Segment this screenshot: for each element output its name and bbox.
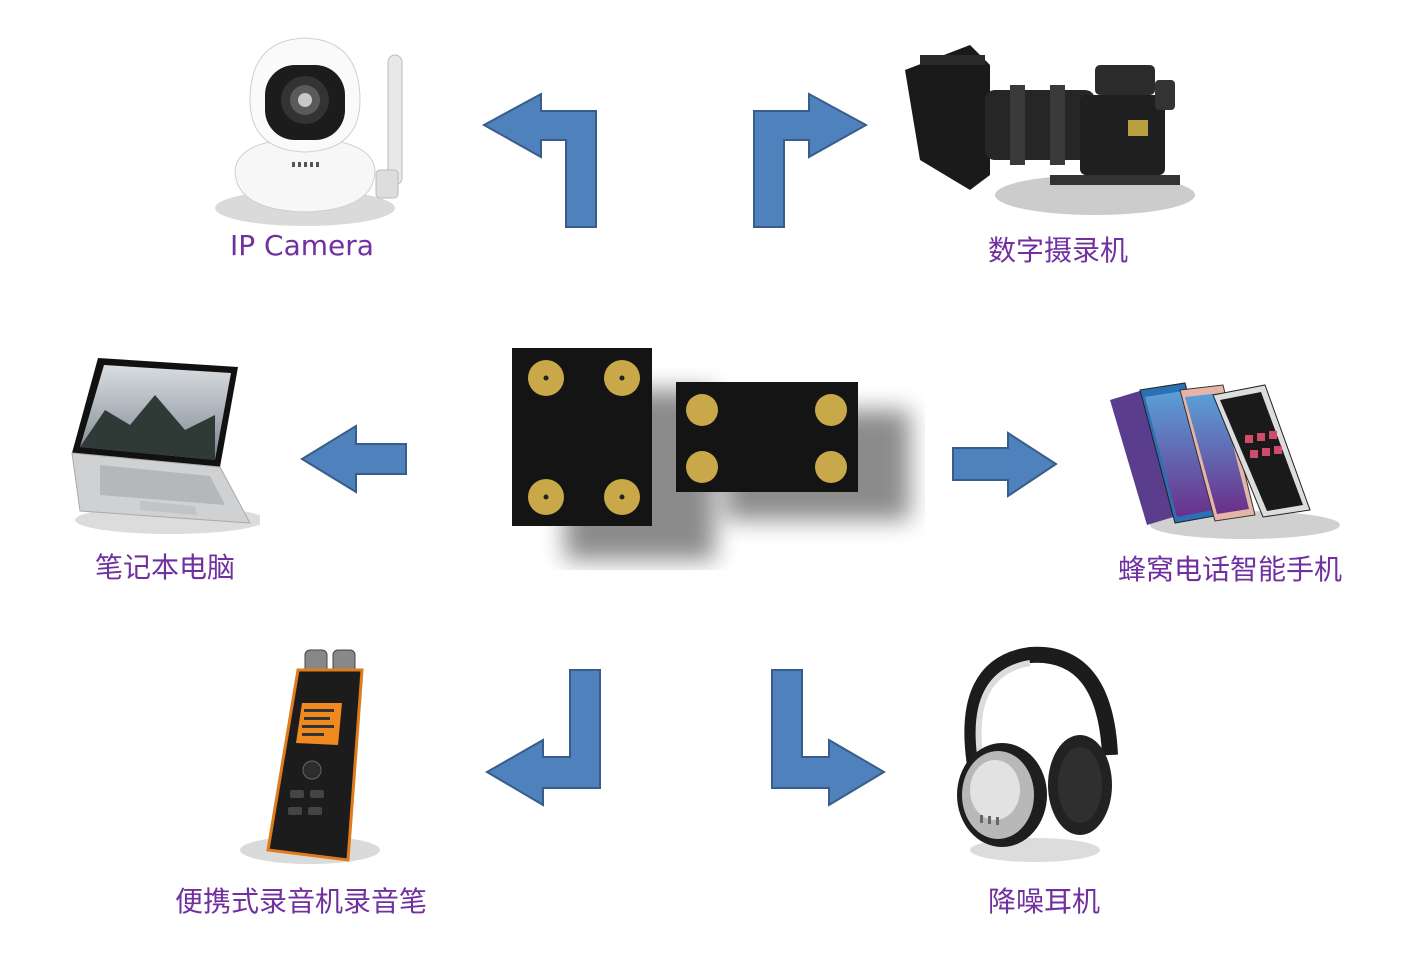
arrow-to-ip-camera xyxy=(481,92,597,228)
ip-camera-label: IP Camera xyxy=(230,229,374,262)
smartphone-label: 蜂窝电话智能手机 xyxy=(1118,553,1343,586)
ip-camera-icon xyxy=(215,37,403,226)
mems-microphone-chip-icon xyxy=(512,348,910,560)
camcorder-label: 数字摄录机 xyxy=(988,234,1129,267)
arrow-to-headphones xyxy=(771,669,886,807)
arrow-to-smartphone xyxy=(952,431,1058,498)
headphones-label: 降噪耳机 xyxy=(988,885,1101,918)
voice-recorder-icon xyxy=(240,649,380,864)
headphones-icon xyxy=(957,646,1118,862)
laptop-label: 笔记本电脑 xyxy=(95,551,236,584)
recorder-label: 便携式录音机录音笔 xyxy=(175,885,428,918)
arrow-to-camcorder xyxy=(753,92,869,228)
camcorder-icon xyxy=(905,45,1195,215)
smartphone-icon xyxy=(1110,382,1340,539)
laptop-icon xyxy=(71,358,260,534)
arrow-to-laptop xyxy=(300,424,407,494)
arrow-to-recorder xyxy=(485,669,601,807)
